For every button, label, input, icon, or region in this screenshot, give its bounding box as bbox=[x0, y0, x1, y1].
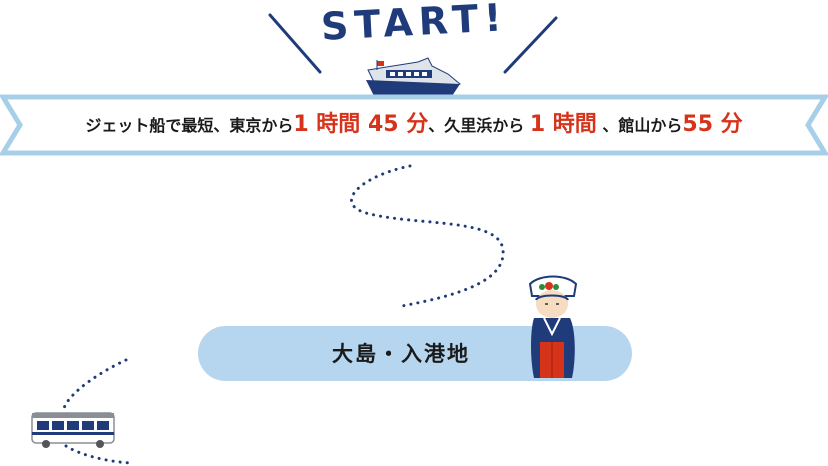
banner-sep-kurihama: 、久里浜から bbox=[428, 116, 525, 135]
banner-sep-tateyama: 、館山から bbox=[602, 116, 683, 135]
banner-text: ジェット船で最短、東京から1 時間 45 分、久里浜から 1 時間 、館山から5… bbox=[0, 106, 828, 145]
ribbon-banner bbox=[0, 94, 828, 156]
banner-prefix: ジェット船で最短、東京から bbox=[85, 116, 294, 135]
tateyama-time: 55 分 bbox=[682, 112, 743, 137]
kurihama-time: 1 時間 bbox=[529, 112, 597, 137]
tokyo-time: 1 時間 45 分 bbox=[293, 112, 429, 137]
destination-label: 大島・入港地 bbox=[332, 342, 470, 366]
